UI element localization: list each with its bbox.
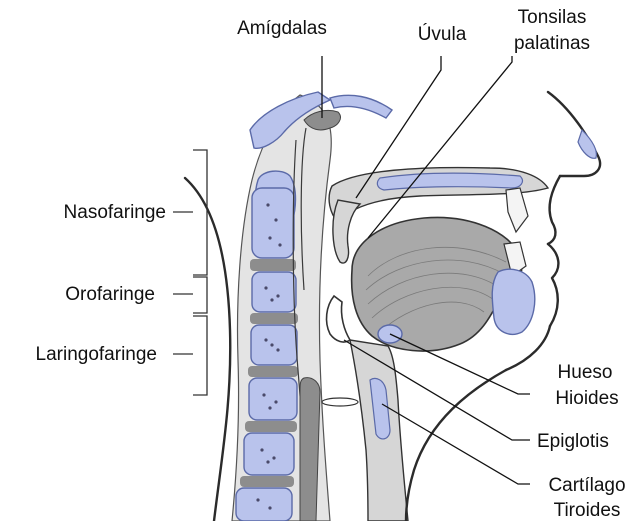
disc-5 (240, 476, 294, 487)
leader-cartilago (382, 404, 530, 484)
vertebra-c2 (252, 188, 294, 258)
label-hueso-line2: Hioides (555, 388, 618, 409)
label-amigdalas: Amígdalas (237, 18, 327, 39)
label-orofaringe: Orofaringe (65, 284, 155, 305)
label-epiglotis: Epiglotis (537, 431, 609, 452)
label-laringofaringe: Laringofaringe (36, 344, 157, 365)
epiglottis-shape (327, 296, 350, 342)
label-cartilago-line2: Tiroides (554, 500, 621, 521)
vertebra-c4 (251, 325, 297, 365)
vertebra-c7 (236, 488, 292, 521)
label-cartilago-line1: Cartílago (548, 475, 625, 496)
label-tonsilas-line1: Tonsilas (518, 7, 587, 28)
vertebra-c5 (249, 378, 297, 420)
esophagus-wall (300, 378, 320, 521)
disc-1 (250, 259, 296, 271)
vertebra-c6 (244, 433, 294, 475)
anterior-neck-outline (406, 370, 506, 521)
vocal-fold (322, 398, 358, 406)
label-uvula: Úvula (418, 23, 467, 45)
upper-teeth (506, 188, 528, 232)
nasofaringe-bracket (173, 150, 207, 275)
vertebra-c3 (252, 272, 296, 312)
disc-2 (250, 313, 298, 324)
label-hueso-line1: Hueso (558, 362, 613, 383)
nose-outline (548, 92, 600, 176)
mandible-bone (492, 269, 535, 334)
disc-4 (245, 421, 297, 432)
label-nasofaringe: Nasofaringe (64, 202, 166, 223)
nasal-cartilage (578, 130, 596, 158)
orofaringe-bracket (173, 277, 207, 313)
disc-3 (248, 366, 298, 377)
lower-lip-outline (548, 244, 558, 326)
label-tonsilas-line2: palatinas (514, 33, 590, 54)
upper-lip-outline (548, 176, 560, 244)
laringofaringe-bracket (173, 316, 207, 395)
